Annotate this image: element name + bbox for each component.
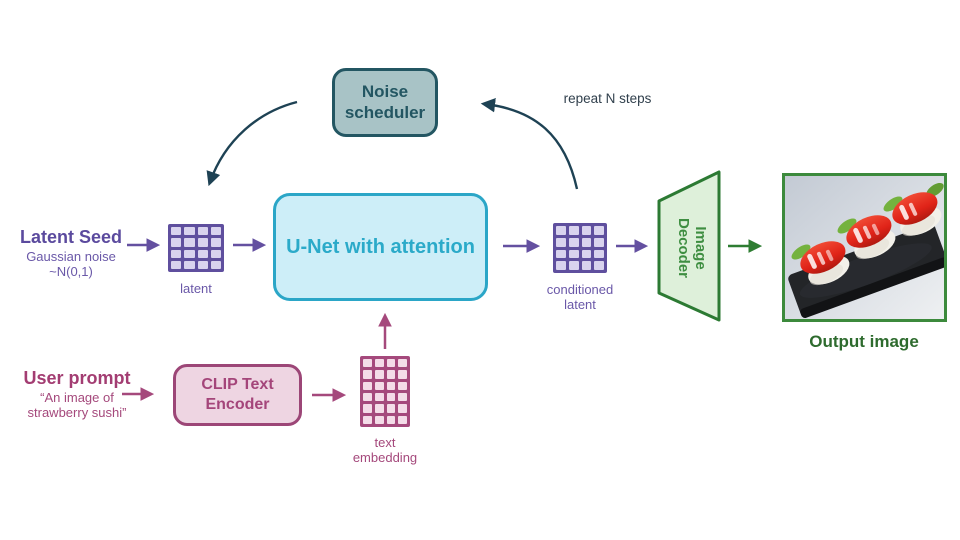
grid-cell [197, 238, 208, 247]
grid-cell [386, 404, 396, 413]
noise-scheduler-node: Noise scheduler [332, 68, 438, 137]
latent-caption: latent [180, 281, 212, 296]
grid-cell [363, 415, 372, 424]
grid-cell [386, 359, 396, 368]
grid-cell [556, 261, 566, 270]
sushi-photo [785, 176, 944, 319]
user-prompt-subtitle: “An image of strawberry sushi” [27, 390, 127, 420]
grid-cell [386, 392, 396, 402]
grid-cell [581, 237, 592, 247]
grid-cell [197, 227, 208, 236]
latent-seed-title: Latent Seed [19, 227, 123, 247]
conditioned-latent-caption: conditioned latent [546, 282, 614, 312]
grid-cell [184, 238, 195, 247]
grid-cell [568, 237, 579, 247]
unet-node: U-Net with attention [273, 193, 488, 301]
grid-cell [398, 404, 407, 413]
grid-cell [171, 227, 182, 236]
arrow-conditioned-to-scheduler-curve [480, 98, 579, 190]
grid-cell [386, 370, 396, 379]
grid-cell [363, 370, 372, 379]
output-image-caption: Output image [809, 332, 919, 351]
latent-seed-block: Latent Seed Gaussian noise ~N(0,1) [10, 227, 132, 280]
grid-cell [210, 249, 221, 258]
latent-grid [168, 224, 224, 272]
grid-cell [363, 404, 372, 413]
grid-cell [171, 249, 182, 258]
grid-cell [386, 381, 396, 390]
grid-cell [210, 238, 221, 247]
text-embedding-caption: text embedding [352, 435, 418, 465]
unet-label: U-Net with attention [286, 235, 475, 258]
grid-cell [594, 226, 604, 235]
grid-cell [398, 392, 407, 402]
grid-cell [581, 249, 592, 259]
grid-cell [197, 249, 208, 258]
grid-cell [184, 249, 195, 258]
grid-cell [398, 415, 407, 424]
grid-cell [210, 227, 221, 236]
grid-cell [363, 381, 372, 390]
latent-seed-subtitle: Gaussian noise ~N(0,1) [26, 249, 116, 279]
grid-cell [398, 370, 407, 379]
image-decoder-shape [657, 170, 721, 322]
image-decoder-node [657, 170, 721, 322]
grid-cell [171, 238, 182, 247]
grid-cell [594, 249, 604, 259]
grid-cell [374, 404, 384, 413]
grid-cell [568, 226, 579, 235]
arrow-scheduler-to-latent-curve [206, 100, 298, 187]
grid-cell [386, 415, 396, 424]
repeat-steps-label: repeat N steps [563, 91, 652, 106]
clip-encoder-node: CLIP Text Encoder [173, 364, 302, 426]
clip-encoder-label: CLIP Text Encoder [201, 376, 274, 413]
grid-cell [374, 381, 384, 390]
grid-cell [594, 237, 604, 247]
image-decoder-label: Image Decoder [674, 217, 709, 279]
grid-cell [171, 260, 182, 269]
conditioned-latent-grid [553, 223, 607, 273]
output-image [782, 173, 947, 322]
grid-cell [184, 227, 195, 236]
grid-cell [197, 260, 208, 269]
grid-cell [363, 359, 372, 368]
grid-cell [374, 359, 384, 368]
grid-cell [568, 249, 579, 259]
grid-cell [184, 260, 195, 269]
grid-cell [556, 249, 566, 259]
text-embedding-grid [360, 356, 410, 427]
user-prompt-block: User prompt “An image of strawberry sush… [8, 368, 146, 421]
grid-cell [581, 261, 592, 270]
user-prompt-title: User prompt [23, 368, 131, 388]
grid-cell [581, 226, 592, 235]
grid-cell [374, 392, 384, 402]
grid-cell [374, 370, 384, 379]
grid-cell [363, 392, 372, 402]
grid-cell [556, 226, 566, 235]
noise-scheduler-label: Noise scheduler [344, 82, 426, 122]
grid-cell [556, 237, 566, 247]
grid-cell [210, 260, 221, 269]
grid-cell [568, 261, 579, 270]
grid-cell [398, 359, 407, 368]
grid-cell [594, 261, 604, 270]
grid-cell [374, 415, 384, 424]
grid-cell [398, 381, 407, 390]
